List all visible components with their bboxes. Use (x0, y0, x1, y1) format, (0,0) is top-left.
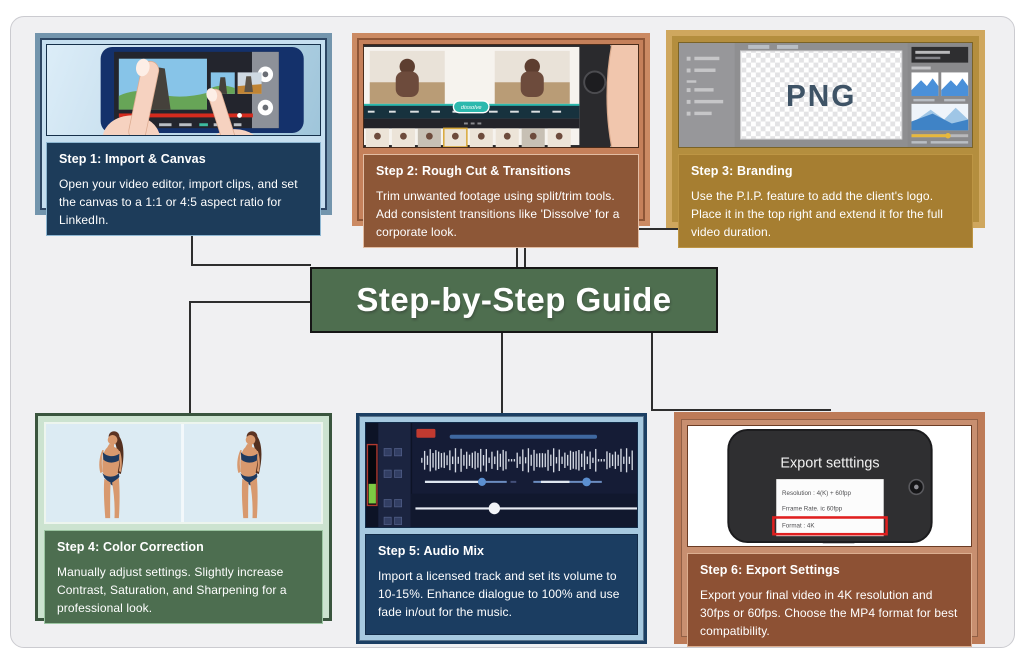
step4-heading: Step 4: Color Correction (57, 540, 204, 554)
phone-home-button (583, 70, 607, 95)
step1-heading: Step 1: Import & Canvas (59, 152, 206, 166)
connector-line (191, 264, 311, 266)
volume-knob-2 (582, 477, 591, 487)
step2-illustration-trim-timeline: dissolve (363, 44, 639, 148)
connector-line (191, 215, 193, 266)
step1-illustration-phone-editor (46, 44, 321, 136)
export-settings-title: Export setttings (780, 455, 879, 471)
step2-caption: Step 2: Rough Cut & Transitions Trim unw… (363, 154, 639, 248)
settings-panel (776, 479, 884, 537)
format-line: Format : 4K (782, 522, 815, 529)
step4-caption: Step 4: Color Correction Manually adjust… (44, 530, 323, 624)
connector-line (524, 229, 526, 268)
connector-line (189, 301, 311, 303)
step3-heading: Step 3: Branding (691, 164, 793, 178)
step5-body: Import a licensed track and set its volu… (378, 569, 620, 619)
step1-caption: Step 1: Import & Canvas Open your video … (46, 142, 321, 236)
step4-body: Manually adjust settings. Slightly incre… (57, 565, 287, 615)
step-card-5: Step 5: Audio Mix Import a licensed trac… (356, 413, 647, 644)
record-badge (416, 428, 436, 438)
before-after-divider (181, 424, 184, 522)
connector-line (651, 409, 831, 411)
volume-knob-1 (478, 477, 487, 486)
step6-caption: Step 6: Export Settings Export your fina… (687, 553, 972, 647)
step4-illustration-before-after (44, 422, 323, 524)
step5-caption: Step 5: Audio Mix Import a licensed trac… (365, 534, 638, 635)
finger-right (206, 88, 254, 135)
step-card-2: dissolve (352, 33, 650, 248)
thumbnail-strip (365, 127, 571, 147)
figure-before (99, 431, 124, 519)
step3-illustration-design-app: PNG (678, 42, 973, 148)
canvas-area: PNG (740, 50, 903, 140)
step2-body: Trim unwanted footage using split/trim t… (376, 189, 620, 239)
step-card-6: Export setttings Resolution : 4(K) + 60f… (674, 412, 985, 647)
connector-line (501, 333, 503, 413)
step5-illustration-audio-mixer (365, 422, 638, 528)
step-card-3: PNG Step 3: Branding (666, 30, 985, 248)
connector-line (189, 301, 191, 413)
connector-line (651, 333, 653, 411)
dissolve-label: dissolve (461, 105, 483, 111)
step-card-4: Step 4: Color Correction Manually adjust… (35, 413, 332, 624)
step3-caption: Step 3: Branding Use the P.I.P. feature … (678, 154, 973, 248)
step6-heading: Step 6: Export Settings (700, 563, 840, 577)
step6-illustration-export-phone: Export setttings Resolution : 4(K) + 60f… (687, 425, 972, 547)
level-meter (366, 443, 378, 507)
music-volume-knob (488, 502, 501, 515)
layers-sidebar (679, 43, 735, 147)
video-frame-right (494, 50, 570, 104)
step-card-1: Step 1: Import & Canvas Open your video … (35, 33, 332, 236)
step1-body: Open your video editor, import clips, an… (59, 177, 298, 227)
frame-rate-line: Frrame Rate. ic 60fpp (782, 506, 843, 513)
png-logo-text: PNG (786, 80, 856, 113)
format-highlight-box (772, 516, 888, 536)
step3-body: Use the P.I.P. feature to add the client… (691, 189, 944, 239)
waveform (421, 448, 633, 473)
holding-hand (607, 45, 638, 147)
track-buttons (383, 448, 402, 525)
step5-heading: Step 5: Audio Mix (378, 544, 485, 558)
figure-after (237, 431, 262, 519)
diagram-title: Step-by-Step Guide (310, 267, 718, 333)
step2-heading: Step 2: Rough Cut & Transitions (376, 164, 571, 178)
finger-left (102, 58, 160, 135)
properties-panel (907, 43, 972, 147)
step6-body: Export your final video in 4K resolution… (700, 588, 958, 638)
connector-line (524, 228, 830, 230)
resolution-line: Resolution : 4(K) + 60fpp (782, 490, 851, 497)
video-frame-left (369, 50, 445, 104)
